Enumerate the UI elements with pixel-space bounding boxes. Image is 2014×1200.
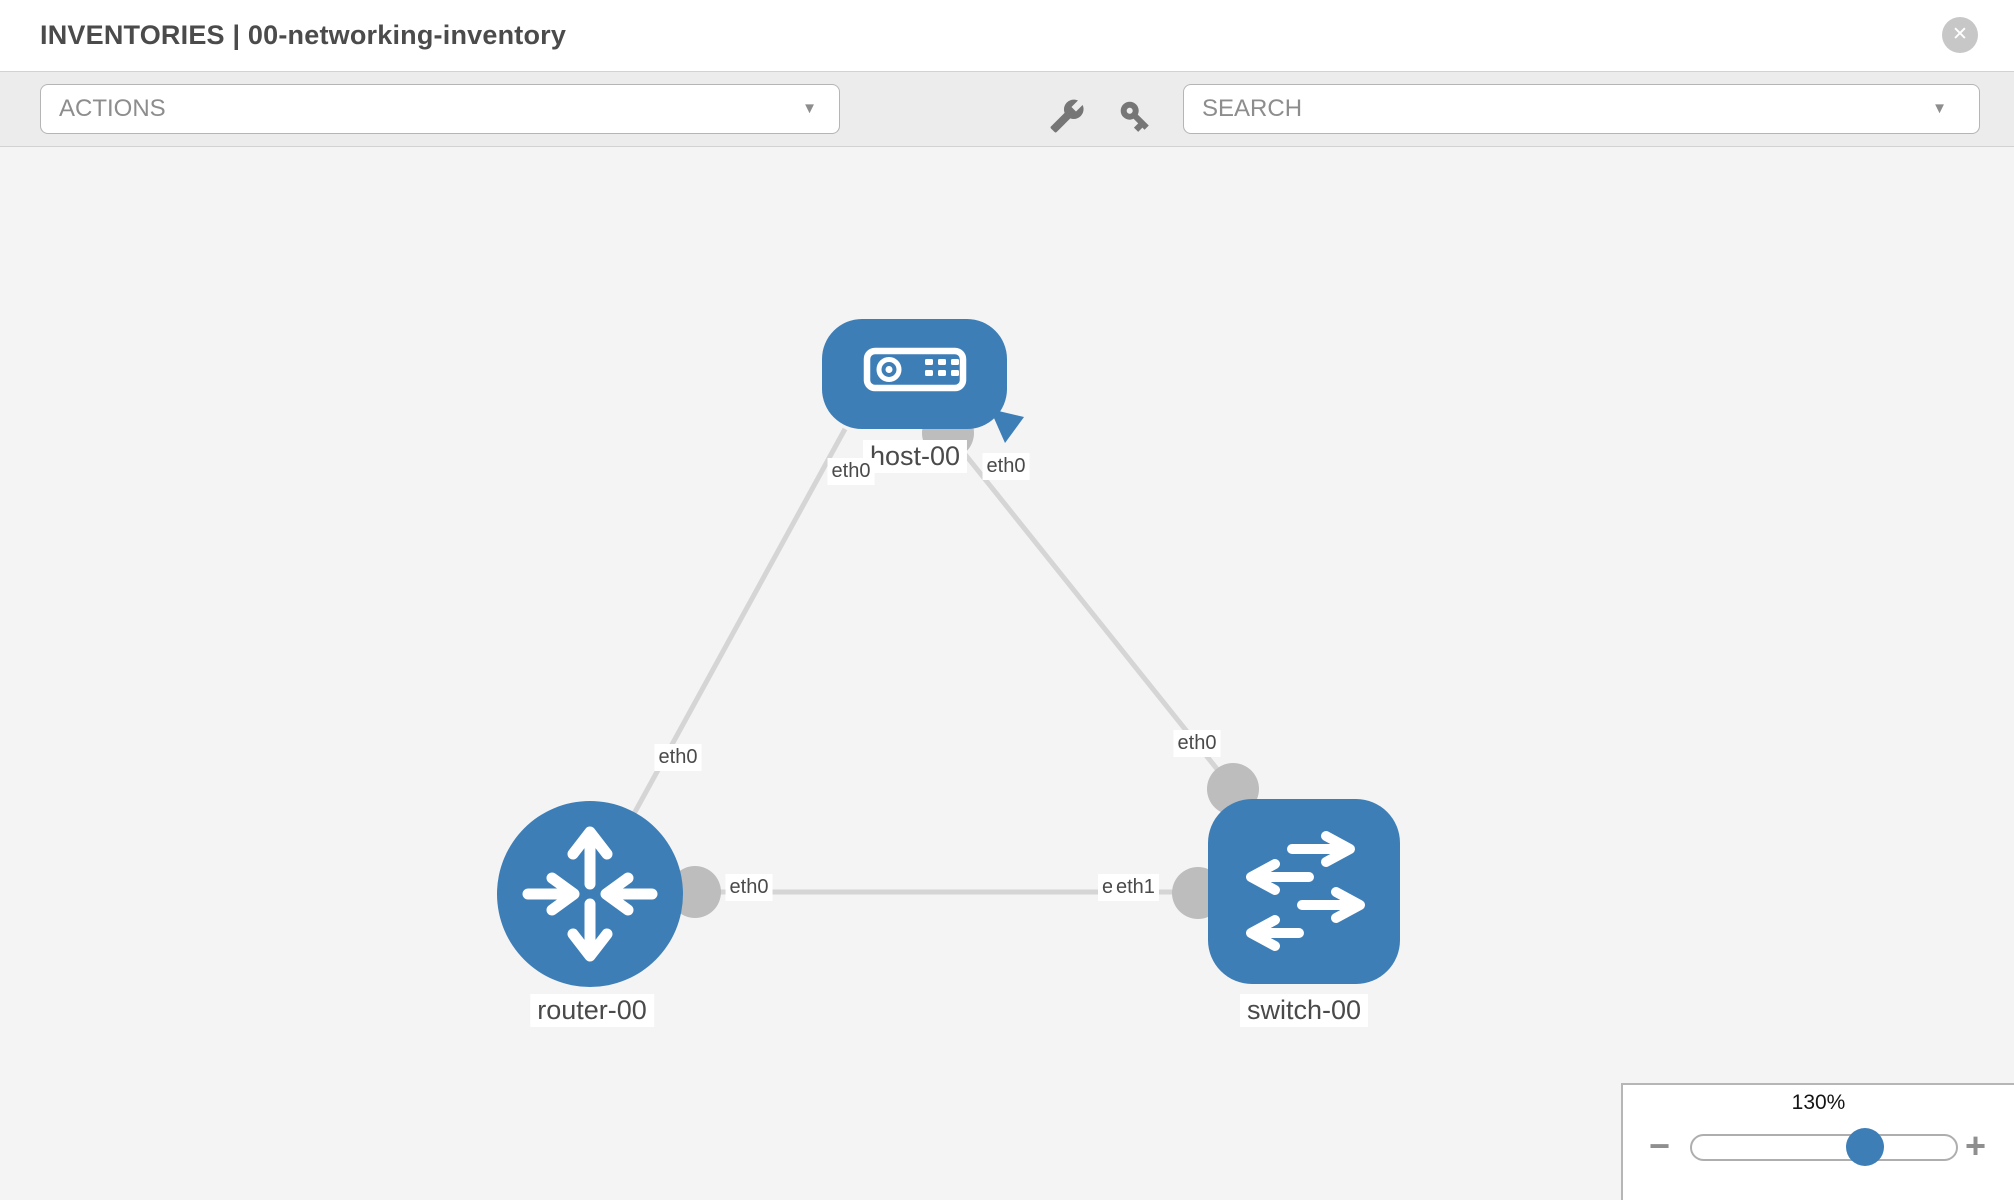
- node-label-host: host-00: [862, 440, 968, 473]
- interface-label: eth0: [827, 458, 875, 485]
- zoom-percent: 130%: [1791, 1091, 1846, 1114]
- key-icon: [1120, 101, 1149, 132]
- interface-label: eth0: [654, 744, 702, 771]
- topology-canvas[interactable]: host-00 router-00 switch-00 eth0 eth0 et…: [0, 147, 2014, 1200]
- link-host-switch[interactable]: [946, 431, 1235, 791]
- search-dropdown-label: SEARCH: [1202, 95, 1303, 122]
- host-icon: [863, 347, 967, 392]
- close-icon: ✕: [1952, 24, 1968, 45]
- close-button[interactable]: ✕: [1942, 17, 1978, 53]
- configure-button[interactable]: [1049, 98, 1085, 134]
- actions-dropdown[interactable]: ACTIONS ▼: [40, 84, 840, 134]
- zoom-in-button[interactable]: +: [1965, 1125, 1986, 1167]
- node-router[interactable]: [497, 801, 683, 987]
- topology-graph: [497, 319, 1400, 987]
- zoom-slider-thumb[interactable]: [1846, 1128, 1884, 1166]
- wrench-icon: [1050, 99, 1084, 133]
- chevron-down-icon: ▼: [802, 100, 817, 117]
- link-arrowhead: [990, 409, 1024, 443]
- breadcrumb-separator: |: [232, 20, 241, 50]
- router-icon: [522, 826, 658, 962]
- minus-icon: −: [1649, 1125, 1671, 1166]
- inventory-name: 00-networking-inventory: [247, 20, 567, 50]
- credentials-button[interactable]: [1117, 98, 1153, 134]
- interface-label: eth0: [982, 453, 1030, 480]
- interface-label: eth0: [725, 874, 773, 901]
- zoom-out-button[interactable]: −: [1649, 1125, 1670, 1167]
- zoom-panel: 130% − +: [1621, 1083, 2014, 1200]
- switch-icon: [1246, 831, 1365, 951]
- header-bar: INVENTORIES | 00-networking-inventory ✕: [0, 0, 2014, 71]
- node-label-switch: switch-00: [1239, 994, 1369, 1027]
- node-label-router: router-00: [530, 994, 654, 1027]
- node-host[interactable]: [822, 319, 1007, 429]
- search-dropdown[interactable]: SEARCH ▼: [1183, 84, 1980, 134]
- page-title: INVENTORIES | 00-networking-inventory: [40, 20, 566, 51]
- actions-dropdown-label: ACTIONS: [59, 95, 166, 122]
- chevron-down-icon: ▼: [1932, 100, 1947, 117]
- breadcrumb-section: INVENTORIES: [40, 20, 225, 50]
- node-switch[interactable]: [1208, 799, 1400, 984]
- plus-icon: +: [1965, 1125, 1987, 1166]
- interface-label: eth0: [1173, 730, 1221, 757]
- zoom-slider-track[interactable]: [1690, 1134, 1958, 1161]
- interface-label: eth1: [1112, 874, 1159, 901]
